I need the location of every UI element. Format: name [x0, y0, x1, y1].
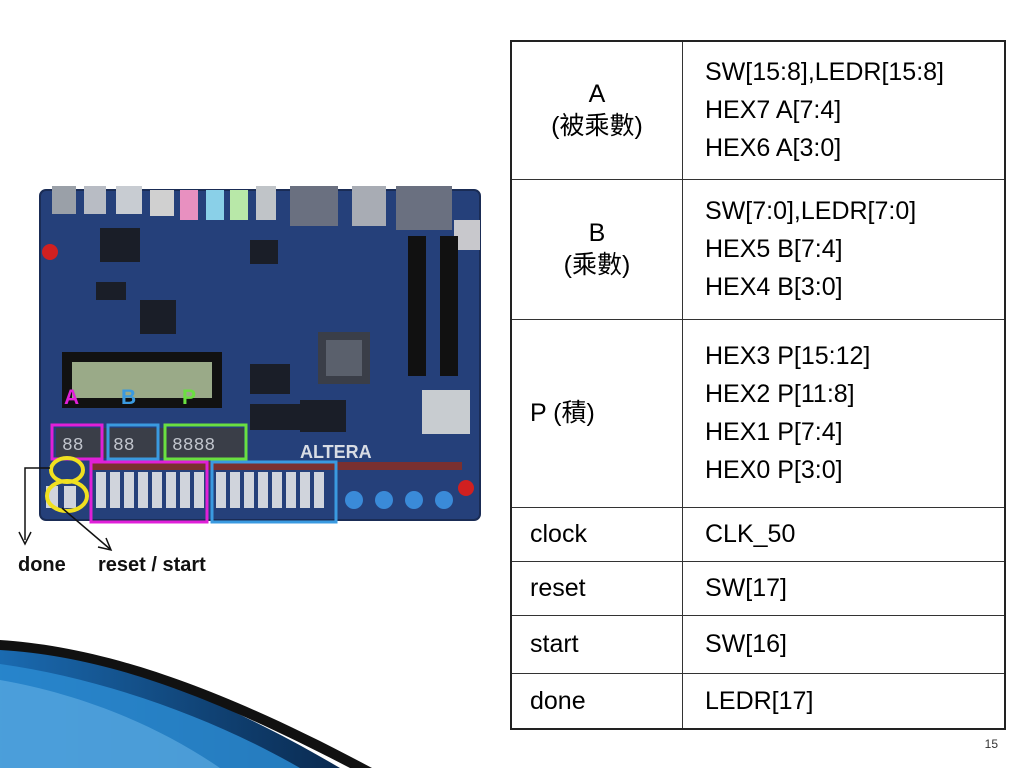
board-illustration: 88 88 8888 ALTERA: [18, 186, 481, 552]
reset-start-arrow: [61, 507, 113, 552]
b-switch-highlight: [210, 460, 338, 524]
pin-cell: CLK_50: [682, 506, 1006, 562]
pin-assignment: HEX6 A[3:0]: [705, 134, 842, 163]
pin-assignment: CLK_50: [705, 520, 796, 548]
caption-done: done: [18, 554, 66, 576]
pin-assignment: HEX0 P[3:0]: [705, 456, 843, 484]
svg-text:88: 88: [62, 436, 84, 456]
altera-logo-text: ALTERA: [300, 442, 372, 462]
signal-name: A: [588, 80, 606, 109]
pin-assignment: LEDR[17]: [705, 686, 814, 715]
signal-name: P (積): [530, 399, 595, 427]
table-row: A (被乘數) SW[15:8],LEDR[15:8] HEX7 A[7:4] HEX6…: [510, 40, 1006, 180]
signal-name: B: [588, 219, 606, 247]
svg-text:8888: 8888: [172, 436, 215, 456]
signal-name: (被乘數): [551, 112, 643, 141]
table-row: reset SW[17]: [510, 560, 1006, 616]
label-a: A: [64, 386, 80, 409]
label-p: P: [182, 386, 197, 409]
p-hex-highlight: [163, 423, 248, 461]
page-number: 15: [984, 737, 998, 751]
signal-name: start: [530, 630, 579, 658]
caption-reset-start: reset / start: [98, 554, 206, 576]
table-row: clock CLK_50: [510, 506, 1006, 562]
a-switch-highlight: [89, 460, 209, 524]
pin-cell: SW[16]: [682, 614, 1006, 674]
pin-assignment: SW[15:8],LEDR[15:8]: [705, 58, 945, 87]
signal-name: reset: [530, 574, 586, 602]
pin-assignment: HEX1 P[7:4]: [705, 418, 843, 446]
pin-cell: SW[17]: [682, 560, 1006, 616]
svg-text:88: 88: [113, 436, 135, 456]
signal-name: done: [530, 686, 586, 715]
pin-assignment: HEX4 B[3:0]: [705, 273, 843, 301]
pin-assignment: HEX7 A[7:4]: [705, 96, 842, 125]
pin-assignment: HEX2 P[11:8]: [705, 380, 855, 408]
reset-start-switch-highlight: [45, 479, 89, 513]
signal-name: (乘數): [563, 251, 631, 279]
table-row: P (積) HEX3 P[15:12] HEX2 P[11:8] HEX1 P[7:4…: [510, 318, 1006, 508]
de2-board-image: 88 88 8888 ALTERA: [39, 186, 481, 521]
signal-cell: done: [510, 672, 683, 730]
pin-assignment: HEX3 P[15:12]: [705, 342, 871, 370]
signal-cell: P (積): [510, 318, 683, 508]
signal-name: clock: [530, 520, 587, 548]
pin-cell: SW[15:8],LEDR[15:8] HEX7 A[7:4] HEX6 A[3:0…: [682, 40, 1006, 180]
label-b: B: [121, 386, 137, 409]
table-row: B (乘數) SW[7:0],LEDR[7:0] HEX5 B[7:4] HEX4 B[…: [510, 178, 1006, 320]
table-row: done LEDR[17]: [510, 672, 1006, 730]
pin-assignment: SW[16]: [705, 630, 787, 658]
signal-cell: A (被乘數): [510, 40, 683, 180]
pin-assignment: SW[17]: [705, 574, 787, 602]
pin-assignment-table: A (被乘數) SW[15:8],LEDR[15:8] HEX7 A[7:4] HEX6…: [510, 40, 1006, 730]
table-row: start SW[16]: [510, 614, 1006, 674]
signal-cell: B (乘數): [510, 178, 683, 320]
pin-cell: LEDR[17]: [682, 672, 1006, 730]
pin-assignment: HEX5 B[7:4]: [705, 235, 843, 263]
footer-swoosh-decoration: [0, 640, 372, 768]
signal-cell: start: [510, 614, 683, 674]
b-hex-highlight: [106, 423, 160, 461]
signal-cell: clock: [510, 506, 683, 562]
done-arrow: [18, 467, 50, 546]
pin-cell: HEX3 P[15:12] HEX2 P[11:8] HEX1 P[7:4] HEX0…: [682, 318, 1006, 508]
signal-cell: reset: [510, 560, 683, 616]
pin-assignment: SW[7:0],LEDR[7:0]: [705, 197, 917, 225]
pin-cell: SW[7:0],LEDR[7:0] HEX5 B[7:4] HEX4 B[3:0]: [682, 178, 1006, 320]
